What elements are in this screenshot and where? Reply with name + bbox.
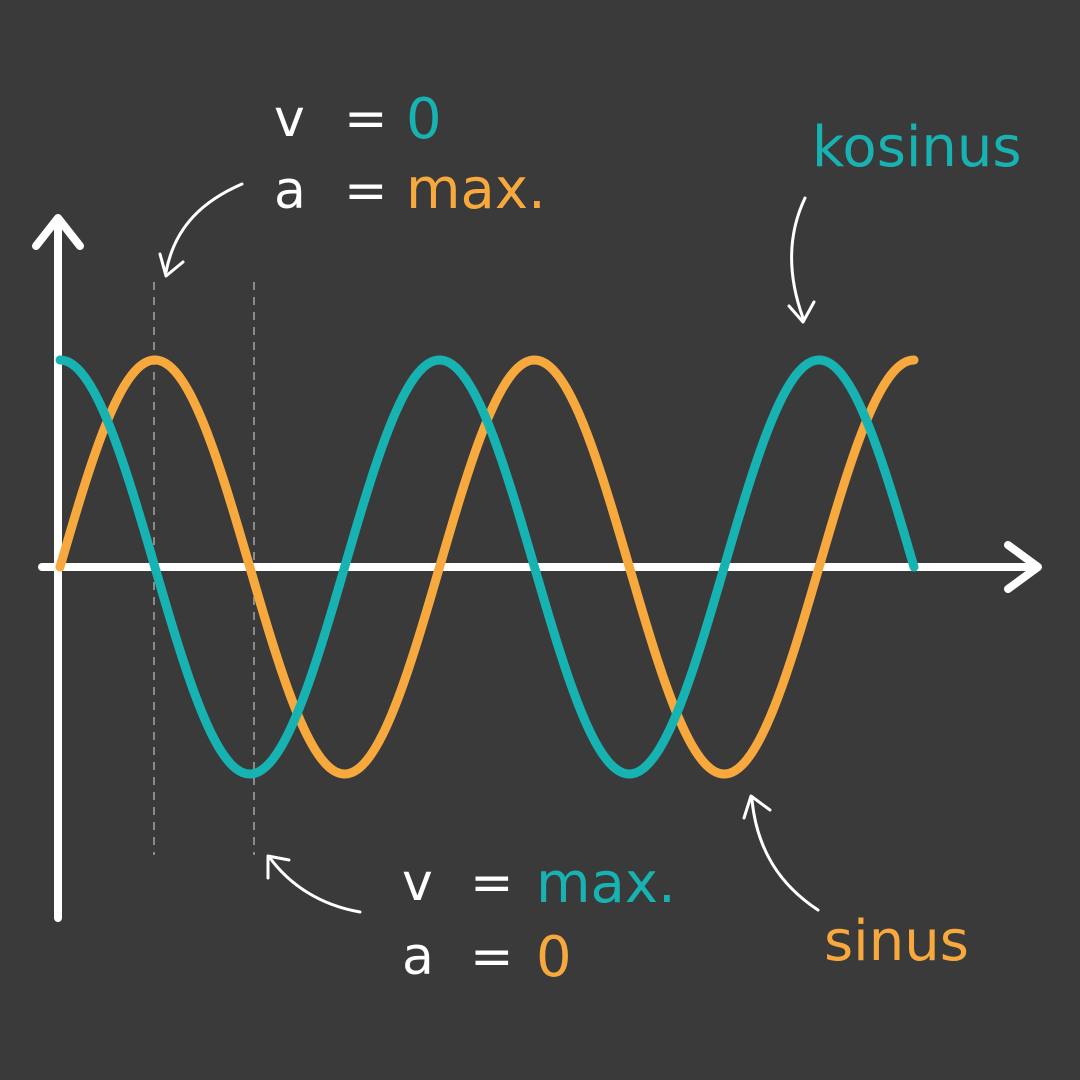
- top-annotation-arrow: [164, 182, 244, 274]
- kosinus-arrow: [790, 196, 807, 320]
- bottom-v-value: max.: [536, 851, 676, 916]
- bottom-a-value: 0: [536, 925, 572, 990]
- top-v-key: v: [274, 89, 306, 149]
- kosinus-label: kosinus: [812, 115, 1022, 180]
- bottom-v-key: v: [402, 853, 434, 913]
- kosinus-arrowhead: [787, 300, 816, 324]
- bottom-a-key: a: [402, 927, 435, 987]
- bottom-annotation-arrow: [268, 856, 362, 914]
- bottom-v-equals: =: [470, 853, 515, 913]
- bottom-annotation-arrowhead: [266, 854, 291, 880]
- sinus-arrow: [750, 798, 820, 912]
- top-a-value: max.: [406, 157, 546, 222]
- sinus-arrowhead: [742, 794, 772, 820]
- top-v-equals: =: [344, 89, 389, 149]
- sinus-label: sinus: [824, 909, 969, 974]
- top-annotation-arrowhead: [158, 252, 185, 278]
- cosine-curve: [55, 355, 919, 779]
- top-a-key: a: [274, 161, 307, 221]
- y-axis-arrowhead: [32, 214, 84, 250]
- bottom-a-equals: =: [470, 927, 515, 987]
- top-a-equals: =: [344, 161, 389, 221]
- x-axis-arrowhead: [1004, 541, 1042, 593]
- top-v-value: 0: [406, 87, 442, 152]
